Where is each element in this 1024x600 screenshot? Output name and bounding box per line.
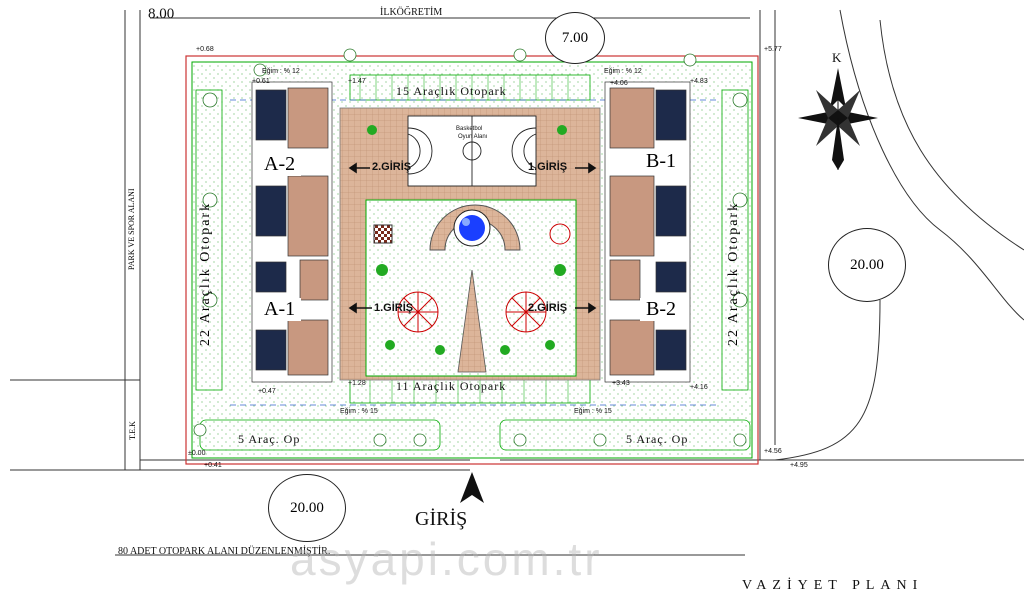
block-a1: A-1	[258, 298, 302, 321]
parking-bays	[195, 74, 751, 451]
elevation: +0.47	[258, 388, 276, 395]
watermark: asyapi.com.tr	[290, 533, 603, 585]
parking-note: 80 ADET OTOPARK ALANI DÜZENLENMİŞTİR.	[118, 546, 331, 557]
elevation: +3.43	[612, 380, 630, 387]
parking-top: 15 Araçlık Otopark	[396, 84, 507, 98]
elevation: +0.41	[204, 462, 222, 469]
elevation: +4.83	[690, 78, 708, 85]
elevation: ±0.00	[188, 450, 206, 457]
north-label: K	[832, 50, 842, 65]
elevation: +1.28	[348, 380, 366, 387]
entry-arrows	[348, 162, 597, 314]
road-width-top-left: 8.00	[148, 6, 175, 22]
entry-b1: 1.GİRİŞ	[528, 161, 568, 173]
parking-bottom-left: 5 Araç. Op	[238, 432, 301, 446]
plan-title: VAZİYET PLANI	[742, 578, 924, 593]
slope-label: Eğim : % 15	[574, 408, 612, 415]
tek-label: T.E.K	[128, 421, 137, 440]
slope-label: Eğim : % 12	[604, 68, 642, 75]
elevation: +0.68	[196, 46, 214, 53]
court-label-1: Basketbol	[456, 126, 483, 132]
block-a2: A-2	[258, 153, 302, 176]
court-label-2: Oyun Alanı	[458, 134, 488, 140]
basketball-court	[407, 115, 537, 187]
road-width-top: 7.00	[545, 12, 605, 64]
road-width-bottom: 20.00	[268, 474, 346, 542]
north-arrow	[798, 68, 878, 170]
slope-label: Eğim : % 15	[340, 408, 378, 415]
elevation: +4.56	[764, 448, 782, 455]
parking-left: 22 Araçlık Otopark	[198, 201, 213, 346]
trees	[193, 48, 748, 447]
pergola-right	[505, 291, 547, 333]
elevation: +4.06	[610, 80, 628, 87]
parking-right: 22 Araçlık Otopark	[726, 201, 741, 346]
entry-a2: 2.GİRİŞ	[372, 161, 412, 173]
slope-label: Eğim : % 12	[262, 68, 300, 75]
block-b2: B-2	[640, 298, 682, 321]
fountain	[429, 204, 521, 251]
parking-bottom: 11 Araçlık Otopark	[396, 379, 507, 393]
street-top-label: İLKÖĞRETİM	[380, 7, 443, 18]
elevation: +4.16	[690, 384, 708, 391]
parking-bottom-right: 5 Araç. Op	[626, 432, 689, 446]
pergola-left	[397, 291, 439, 333]
building-group-left	[251, 81, 333, 383]
block-b1: B-1	[640, 150, 682, 173]
entry-b2: 2.GİRİŞ	[528, 302, 568, 314]
main-entry-arrow	[460, 472, 484, 503]
building-group-right	[604, 81, 691, 383]
elevation: +5.77	[764, 46, 782, 53]
elevation: +4.95	[790, 462, 808, 469]
site-boundary	[185, 55, 759, 465]
entry-a1: 1.GİRİŞ	[374, 302, 414, 314]
elevation: +0.61	[252, 78, 270, 85]
road-width-right: 20.00	[828, 228, 906, 302]
elevation: +1.47	[348, 78, 366, 85]
main-entry-label: GİRİŞ	[415, 508, 468, 530]
road-lines	[10, 9, 1024, 556]
street-left-label: PARK VE SPOR ALANI	[127, 188, 136, 270]
